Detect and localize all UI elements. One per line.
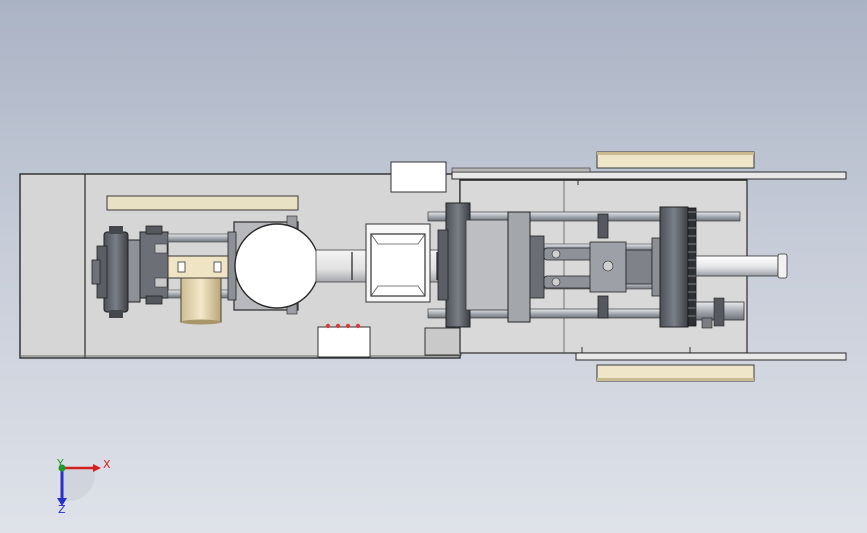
control-box[interactable] [317, 323, 371, 358]
motor-icon[interactable] [127, 225, 169, 305]
rear-platen[interactable] [651, 206, 697, 328]
moving-platen[interactable] [507, 211, 531, 323]
orientation-triad[interactable] [57, 464, 101, 506]
fixed-platen[interactable] [437, 202, 511, 328]
sensor-block[interactable] [390, 161, 447, 193]
hopper-beam[interactable] [106, 195, 299, 211]
adjustment-nut[interactable] [695, 297, 745, 329]
barrel-end-cap[interactable] [234, 223, 320, 309]
axis-y-label: Y [57, 457, 64, 470]
axis-z-label: Z [58, 503, 66, 516]
gear-icon[interactable] [91, 226, 129, 318]
bottom-rail[interactable] [575, 352, 847, 382]
top-rail[interactable] [451, 151, 847, 180]
toggle-linkage-icon[interactable] [529, 213, 653, 319]
axis-x-label: X [103, 458, 111, 471]
hopper-window[interactable] [365, 223, 431, 303]
coupling-block[interactable] [167, 255, 235, 325]
piston-rod-icon[interactable] [695, 253, 788, 279]
junction-box[interactable] [424, 327, 462, 356]
